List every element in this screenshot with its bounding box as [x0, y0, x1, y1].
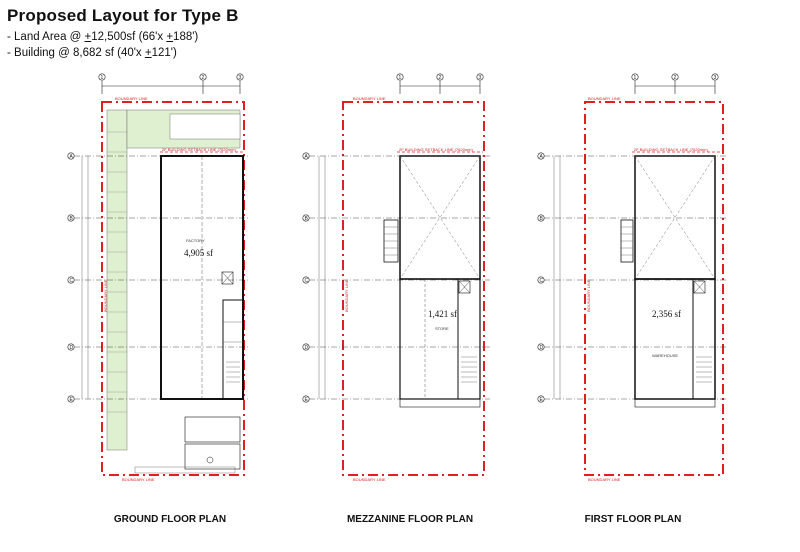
building-area-line: - Building @ 8,682 sf (40'x +121'): [7, 47, 177, 59]
col-label-2: 2: [439, 75, 442, 81]
boundary-label-side: BOUNDARY LINE: [344, 279, 349, 312]
setback-label: 2F BUILDING SETBACK LINE (7620mm): [399, 147, 473, 152]
col-label-2: 2: [674, 75, 677, 81]
row-label-a: A: [540, 154, 544, 160]
col-label-1: 1: [101, 75, 104, 81]
first-floor-plan: 1 2 3 BOUNDARY LINE BOUNDARY LINE BOUNDA…: [537, 73, 727, 482]
col-label-3: 3: [714, 75, 717, 81]
room-label: WAREHOUSE: [652, 353, 678, 358]
row-label-d: D: [540, 345, 544, 351]
row-label-d: D: [305, 345, 309, 351]
mezzanine-outline: [399, 278, 481, 400]
boundary-label-bottom: BOUNDARY LINE: [588, 477, 621, 482]
boundary-label-top: BOUNDARY LINE: [353, 96, 386, 101]
col-label-2: 2: [202, 75, 205, 81]
row-label-e: E: [70, 397, 74, 403]
row-label-e: E: [305, 397, 309, 403]
boundary-label-bottom: BOUNDARY LINE: [122, 477, 155, 482]
land-area-line: - Land Area @ +12,500sf (66'x +188'): [7, 31, 199, 43]
col-label-1: 1: [634, 75, 637, 81]
boundary-label-side: BOUNDARY LINE: [586, 279, 591, 312]
room-label: STORE: [435, 326, 449, 331]
row-label-c: C: [70, 278, 74, 284]
page-title: Proposed Layout for Type B: [7, 6, 239, 25]
ground-floor-plan-title: GROUND FLOOR PLAN: [113, 514, 227, 525]
row-label-b: B: [70, 216, 74, 222]
ground-floor-plan: 1 2 3 BOUNDARY LINE BOUNDARY LINE BOUNDA…: [67, 73, 250, 482]
boundary-label-top: BOUNDARY LINE: [115, 96, 148, 101]
setback-label: 2F BUILDING SETBACK LINE (7620mm): [162, 147, 236, 152]
row-label-e: E: [540, 397, 544, 403]
boundary-line: [584, 101, 724, 476]
first-floor-outline: [634, 278, 716, 400]
row-label-b: B: [540, 216, 544, 222]
mezzanine-floor-plan-title: MEZZANINE FLOOR PLAN: [346, 514, 474, 525]
row-label-b: B: [305, 216, 309, 222]
col-label-3: 3: [479, 75, 482, 81]
row-label-d: D: [70, 345, 74, 351]
first-floor-plan-title: FIRST FLOOR PLAN: [584, 514, 682, 525]
room-label: FACTORY: [186, 238, 205, 243]
floor-area: 4,905 sf: [184, 248, 213, 258]
row-label-c: C: [540, 278, 544, 284]
col-label-3: 3: [239, 75, 242, 81]
row-label-a: A: [305, 154, 309, 160]
row-label-a: A: [70, 154, 74, 160]
boundary-label-bottom: BOUNDARY LINE: [353, 477, 386, 482]
col-label-1: 1: [399, 75, 402, 81]
setback-label: 2F BUILDING SETBACK LINE (7620mm): [634, 147, 708, 152]
boundary-label-top: BOUNDARY LINE: [588, 96, 621, 101]
boundary-label-side: BOUNDARY LINE: [103, 279, 108, 312]
column-markers: [98, 73, 244, 94]
boundary-line: [342, 101, 485, 476]
floor-area: 2,356 sf: [652, 309, 681, 319]
floor-area: 1,421 sf: [428, 309, 457, 319]
row-label-c: C: [305, 278, 309, 284]
mezzanine-floor-plan: 1 2 3 BOUNDARY LINE BOUNDARY LINE BOUNDA…: [302, 73, 490, 482]
